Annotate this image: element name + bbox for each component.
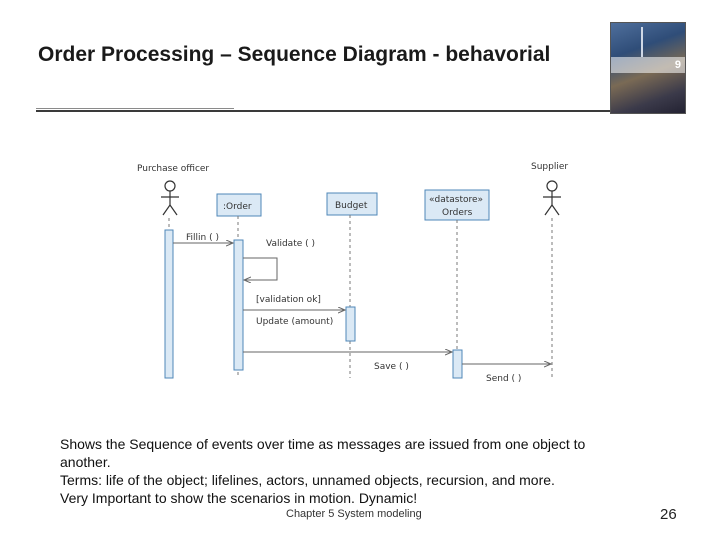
purchase-officer-activation — [164, 229, 174, 379]
supplier-label: Supplier — [531, 162, 568, 172]
cover-edition-mark: 9 — [674, 59, 681, 71]
orders-datastore-label: Orders — [442, 208, 473, 218]
title-underline-accent — [36, 108, 234, 109]
validation-ok-guard-label: [validation ok] — [256, 295, 321, 305]
cover-title-band — [611, 57, 685, 73]
send-message-label: Send ( ) — [486, 374, 521, 384]
validate-self-call-arrow — [243, 257, 278, 280]
title-underline — [36, 110, 618, 112]
supplier-actor-icon — [543, 180, 561, 216]
orders-datastore-box — [424, 189, 490, 221]
body-line-1: Shows the Sequence of events over time a… — [60, 436, 586, 452]
body-line-3: Terms: life of the object; lifelines, ac… — [60, 472, 555, 488]
slide-body-text: Shows the Sequence of events over time a… — [60, 435, 700, 507]
orders-activation — [452, 349, 463, 379]
orders-stereotype-label: «datastore» — [429, 195, 483, 205]
page-number: 26 — [660, 506, 677, 523]
validate-message-label: Validate ( ) — [266, 239, 315, 249]
fillin-message-label: Fillin ( ) — [186, 233, 219, 243]
budget-object-label: Budget — [335, 201, 368, 211]
order-activation — [233, 239, 244, 371]
body-line-2: another. — [60, 454, 111, 470]
order-object-label: :Order — [223, 202, 252, 212]
slide-footer: Chapter 5 System modeling — [286, 508, 422, 520]
slide-title: Order Processing – Sequence Diagram - be… — [38, 43, 551, 66]
update-message-label: Update (amount) — [256, 317, 333, 327]
purchase-officer-label: Purchase officer — [137, 164, 209, 174]
body-line-4: Very Important to show the scenarios in … — [60, 490, 418, 506]
budget-activation — [345, 306, 356, 342]
book-cover-image: 9 — [610, 22, 686, 114]
save-message-label: Save ( ) — [374, 362, 409, 372]
budget-object-box — [326, 192, 378, 216]
cover-spire-shape — [641, 27, 643, 57]
order-object-box — [216, 193, 262, 217]
purchase-officer-actor-icon — [161, 180, 179, 216]
